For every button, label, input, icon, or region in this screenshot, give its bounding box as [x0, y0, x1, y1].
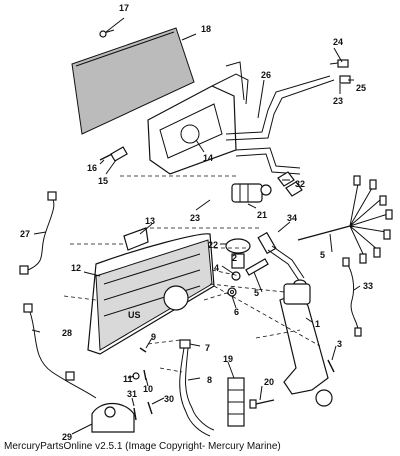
housing-logo: US [128, 310, 141, 320]
pin-part[interactable] [99, 153, 113, 161]
callout-10: 10 [143, 384, 153, 394]
spring-part[interactable] [110, 146, 128, 162]
screw-set-part[interactable] [132, 347, 153, 421]
control-housing-part[interactable]: US [87, 233, 215, 355]
trim-wire-part[interactable] [23, 303, 97, 399]
callout-6: 6 [234, 307, 239, 317]
callout-27: 27 [20, 229, 30, 239]
callout-32: 32 [295, 179, 305, 189]
callout-9: 9 [151, 332, 156, 342]
trim-switch-part[interactable] [91, 402, 135, 433]
callout-30: 30 [164, 394, 174, 404]
bolt-part[interactable] [249, 399, 275, 409]
callout-leaders [31, 17, 361, 435]
callout-28: 28 [62, 328, 72, 338]
washer-part[interactable] [227, 287, 237, 297]
image-caption: MercuryPartsOnline v2.5.1 (Image Copyrig… [4, 441, 281, 452]
callout-4: 4 [214, 263, 219, 273]
callout-29: 29 [62, 432, 72, 442]
callout-23-top: 23 [333, 96, 343, 106]
callout-labels: 17 18 24 26 23 25 14 16 15 32 23 21 34 1… [20, 3, 373, 442]
control-cables-part[interactable] [225, 75, 335, 175]
callout-31: 31 [127, 389, 137, 399]
wire-lead-part[interactable] [19, 191, 57, 275]
callout-2: 2 [232, 253, 237, 263]
callout-15: 15 [98, 176, 108, 186]
jumper-wire-part[interactable] [342, 257, 362, 337]
control-handle-part[interactable] [279, 283, 333, 407]
shaft-part[interactable] [245, 258, 269, 276]
terminal-block-part[interactable] [227, 377, 245, 427]
wiring-harness-part[interactable] [297, 175, 393, 264]
callout-25: 25 [356, 83, 366, 93]
callout-7: 7 [205, 343, 210, 353]
callout-21: 21 [257, 210, 267, 220]
callout-3: 3 [337, 339, 342, 349]
callout-19: 19 [223, 354, 233, 364]
trim-cable-part[interactable] [179, 339, 215, 437]
callout-8: 8 [207, 375, 212, 385]
callout-16: 16 [87, 163, 97, 173]
control-mechanism-part[interactable] [147, 61, 249, 175]
callout-18: 18 [201, 24, 211, 34]
callout-17: 17 [119, 3, 129, 13]
ignition-keys-part[interactable] [277, 171, 303, 197]
callout-11: 11 [123, 374, 133, 384]
callout-26: 26 [261, 70, 271, 80]
detent-pin-part[interactable] [327, 359, 335, 373]
callout-22: 22 [208, 240, 218, 250]
lanyard-stop-switch-part[interactable] [225, 238, 251, 269]
screw-part[interactable] [99, 29, 115, 38]
callout-20: 20 [264, 377, 274, 387]
callout-24: 24 [333, 37, 343, 47]
cover-plate-part[interactable] [71, 27, 195, 135]
callout-12: 12 [71, 263, 81, 273]
callout-13: 13 [145, 216, 155, 226]
ignition-switch-part[interactable] [231, 183, 272, 203]
callout-5-shaft: 5 [254, 288, 259, 298]
callout-23-mid: 23 [190, 213, 200, 223]
callout-34: 34 [287, 213, 297, 223]
callout-5-harness: 5 [320, 250, 325, 260]
callout-14: 14 [203, 153, 213, 163]
callout-1: 1 [315, 319, 320, 329]
callout-33: 33 [363, 281, 373, 291]
cable-end-part[interactable] [329, 59, 351, 84]
assembly-guide-lines [63, 175, 321, 373]
bracket-part[interactable] [123, 227, 149, 251]
